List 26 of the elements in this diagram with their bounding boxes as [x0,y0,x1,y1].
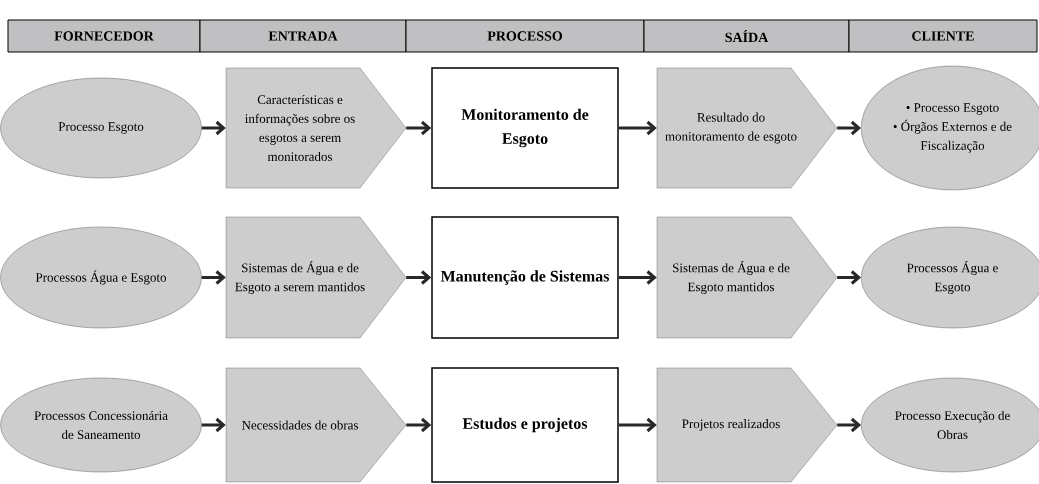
arrow [406,270,432,285]
pentagon-arrow-box: Necessidades de obras [225,367,407,483]
arrow [618,417,657,433]
arrow [837,270,862,285]
pentagon-arrow-box: Resultado do monitoramento de esgoto [656,67,838,189]
arrow [837,120,862,136]
pentagon-arrow-box: Sistemas de Água e de Esgoto mantidos [656,216,838,339]
column-header: ENTRADA [199,19,407,53]
arrow [837,417,862,433]
process-box: Manutenção de Sistemas [431,216,619,339]
column-header: CLIENTE [848,19,1038,53]
pentagon-arrow-box: Sistemas de Água e de Esgoto a serem mantidos [225,216,407,339]
pentagon-arrow-box: Características e informações sobre os esgotos a serem monitorados [225,67,407,189]
column-header: SAÍDA [643,19,850,53]
arrow [406,120,432,136]
pentagon-arrow-box: Projetos realizados [656,367,838,483]
arrow [618,120,657,136]
arrow [201,270,226,285]
arrow [406,417,432,433]
arrow [618,270,657,285]
arrow [201,120,226,136]
process-box: Estudos e projetos [431,367,619,483]
arrow [201,417,226,433]
column-header: PROCESSO [405,19,645,53]
column-header: FORNECEDOR [7,19,201,53]
process-box: Monitoramento de Esgoto [431,67,619,189]
